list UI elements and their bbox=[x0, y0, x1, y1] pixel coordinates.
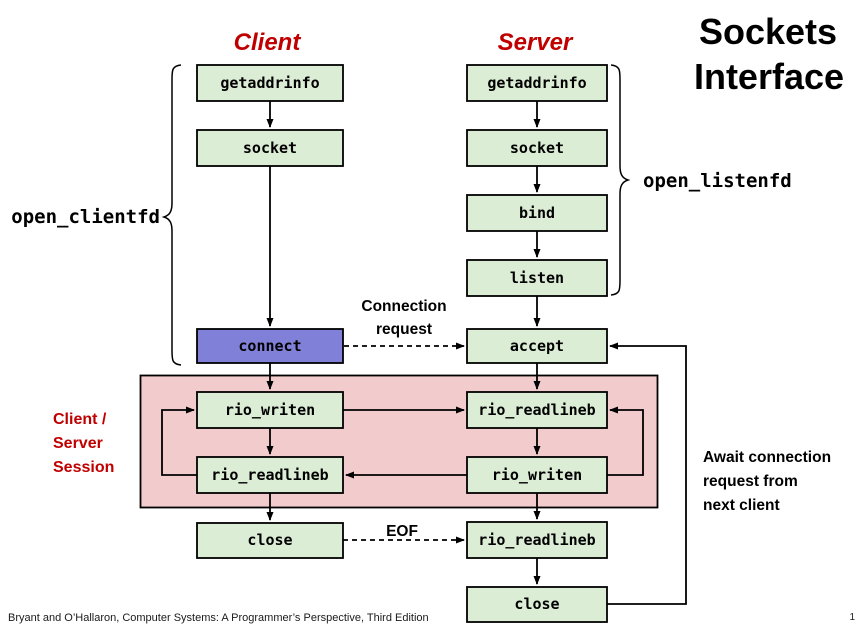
server-accept-box bbox=[466, 328, 608, 364]
eof-label: EOF bbox=[386, 523, 418, 540]
server-getaddrinfo-box bbox=[466, 64, 608, 102]
server-close-label: close bbox=[514, 595, 559, 613]
arrow-client-session-loop bbox=[161, 406, 197, 476]
server-socket-label: socket bbox=[510, 139, 564, 157]
client-getaddrinfo-label: getaddrinfo bbox=[220, 74, 319, 92]
session-label-line3: Session bbox=[53, 459, 114, 476]
client-close-label: close bbox=[247, 531, 292, 549]
server-rio-readlineb2-label: rio_readlineb bbox=[478, 531, 595, 549]
client-connect-label: connect bbox=[238, 337, 301, 355]
client-socket-label: socket bbox=[243, 139, 297, 157]
await-label-line1: Await connection bbox=[703, 449, 831, 466]
server-accept-label: accept bbox=[510, 337, 564, 355]
server-getaddrinfo-label: getaddrinfo bbox=[487, 74, 586, 92]
client-column-header: Client bbox=[234, 29, 302, 56]
client-rio-writen-label: rio_writen bbox=[225, 401, 315, 419]
client-getaddrinfo-box bbox=[196, 64, 344, 102]
client-close-box bbox=[196, 522, 344, 559]
await-label-line3: next client bbox=[703, 497, 780, 514]
open-clientfd-label: open_clientfd bbox=[11, 206, 160, 228]
await-label-line2: request from bbox=[703, 473, 798, 490]
session-label-line1: Client / bbox=[53, 411, 107, 428]
server-close-box bbox=[466, 586, 608, 623]
client-rio-readlineb-label: rio_readlineb bbox=[211, 466, 328, 484]
client-connect-box bbox=[196, 328, 344, 364]
arrow-server-session-loop bbox=[607, 406, 644, 476]
connection-request-label-line2: request bbox=[376, 321, 432, 338]
server-listen-box bbox=[466, 259, 608, 297]
open-clientfd-brace bbox=[161, 64, 182, 366]
session-label-line2: Server bbox=[53, 435, 103, 452]
open-listenfd-brace bbox=[610, 64, 631, 296]
server-rio-writen-box bbox=[466, 456, 608, 494]
server-rio-readlineb-label: rio_readlineb bbox=[478, 401, 595, 419]
arrow-await-next-client-loop bbox=[607, 342, 687, 605]
server-bind-label: bind bbox=[519, 204, 555, 222]
server-listen-label: listen bbox=[510, 269, 564, 287]
slide-title-line2: Interface bbox=[694, 56, 844, 97]
server-rio-writen-label: rio_writen bbox=[492, 466, 582, 484]
open-listenfd-label: open_listenfd bbox=[643, 170, 792, 192]
connection-request-label-line1: Connection bbox=[361, 298, 446, 315]
server-column-header: Server bbox=[498, 29, 574, 56]
slide-title-line1: Sockets bbox=[699, 11, 837, 52]
server-bind-box bbox=[466, 194, 608, 232]
page-number: 1 bbox=[849, 612, 855, 623]
footer-citation: Bryant and O’Hallaron, Computer Systems:… bbox=[8, 612, 429, 624]
